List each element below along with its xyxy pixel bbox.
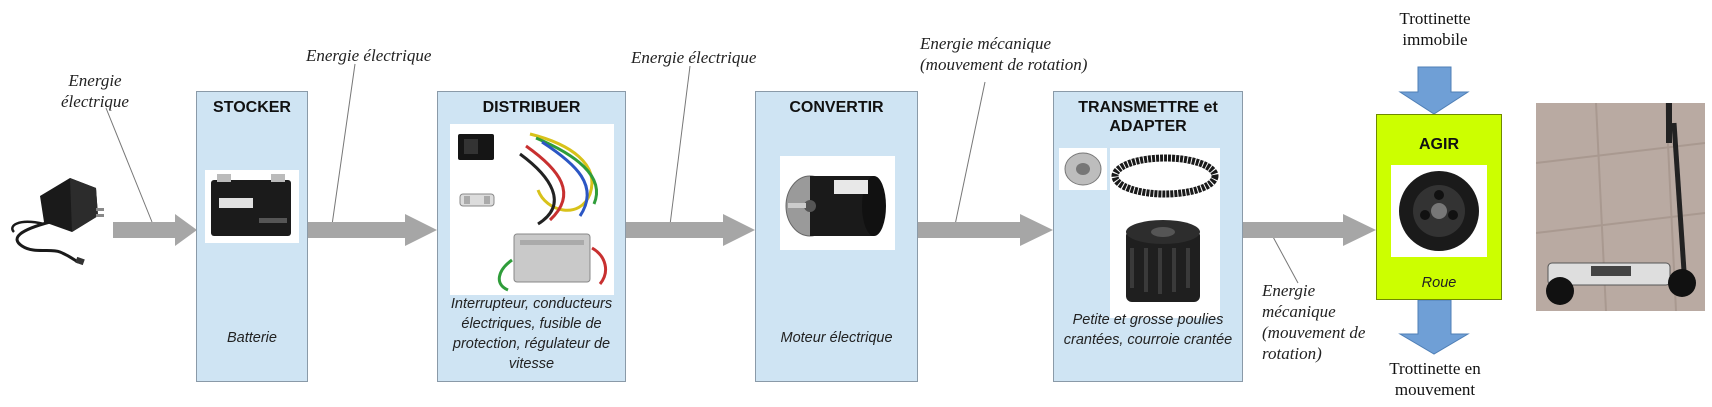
leader-line-distribuer-convertir: [669, 65, 691, 226]
state-after-label: Trottinette en mouvement: [1389, 359, 1481, 399]
stage-stocker: STOCKER Batterie: [196, 91, 308, 382]
stage-caption: Petite et grosse poulies crantées, courr…: [1063, 312, 1233, 348]
wheel-image: [1391, 165, 1487, 257]
flow-arrow-stocker-distribuer: [308, 214, 437, 246]
leader-line-transmettre-agir: [1271, 234, 1299, 284]
stage-caption: Batterie: [227, 330, 277, 346]
electrical-components-image: [450, 124, 614, 295]
belt-and-pulley-image: [1110, 148, 1220, 318]
stage-title: DISTRIBUER: [482, 99, 581, 116]
small-pulley-image: [1059, 148, 1107, 190]
flow-arrow-distribuer-convertir: [626, 214, 755, 246]
leader-line-stocker-distribuer: [331, 63, 356, 226]
flow-label-convertir-transmettre: Energie mécanique (mouvement de rotation…: [920, 34, 1088, 74]
battery-image: [205, 170, 299, 243]
flow-label-input: Energie électrique: [61, 71, 129, 111]
stage-caption: Moteur électrique: [780, 330, 893, 346]
state-arrow-out: [1398, 299, 1470, 355]
state-before-label: Trottinette immobile: [1399, 9, 1471, 49]
stage-agir: AGIR Roue: [1376, 114, 1502, 300]
stage-convertir: CONVERTIR Moteur électrique: [755, 91, 918, 382]
stage-title: TRANSMETTRE et ADAPTER: [1078, 99, 1218, 135]
flow-label-transmettre-agir: Energie mécanique (mouvement de rotation…: [1262, 281, 1366, 363]
stage-caption: Interrupteur, conducteurs électriques, f…: [450, 296, 613, 372]
flow-label-distribuer-convertir: Energie électrique: [631, 48, 757, 67]
stage-distribuer: DISTRIBUER Interrupteur, conducteurs éle…: [437, 91, 626, 382]
flow-arrow-input: [113, 214, 197, 246]
stage-transmettre-adapter: TRANSMETTRE et ADAPTER Petite et grosse …: [1053, 91, 1243, 382]
flow-label-stocker-distribuer: Energie électrique: [306, 46, 432, 65]
motor-image: [780, 156, 895, 250]
flow-arrow-transmettre-agir: [1243, 214, 1376, 246]
leader-line-input: [105, 107, 153, 223]
leader-line-convertir-transmettre: [954, 81, 986, 226]
stage-title: AGIR: [1419, 136, 1459, 153]
state-arrow-in: [1398, 66, 1470, 115]
stage-title: CONVERTIR: [789, 99, 884, 116]
stage-caption: Roue: [1421, 275, 1457, 291]
flow-arrow-convertir-transmettre: [918, 214, 1053, 246]
stage-title: STOCKER: [213, 99, 291, 116]
scooter-photo: [1536, 103, 1705, 311]
